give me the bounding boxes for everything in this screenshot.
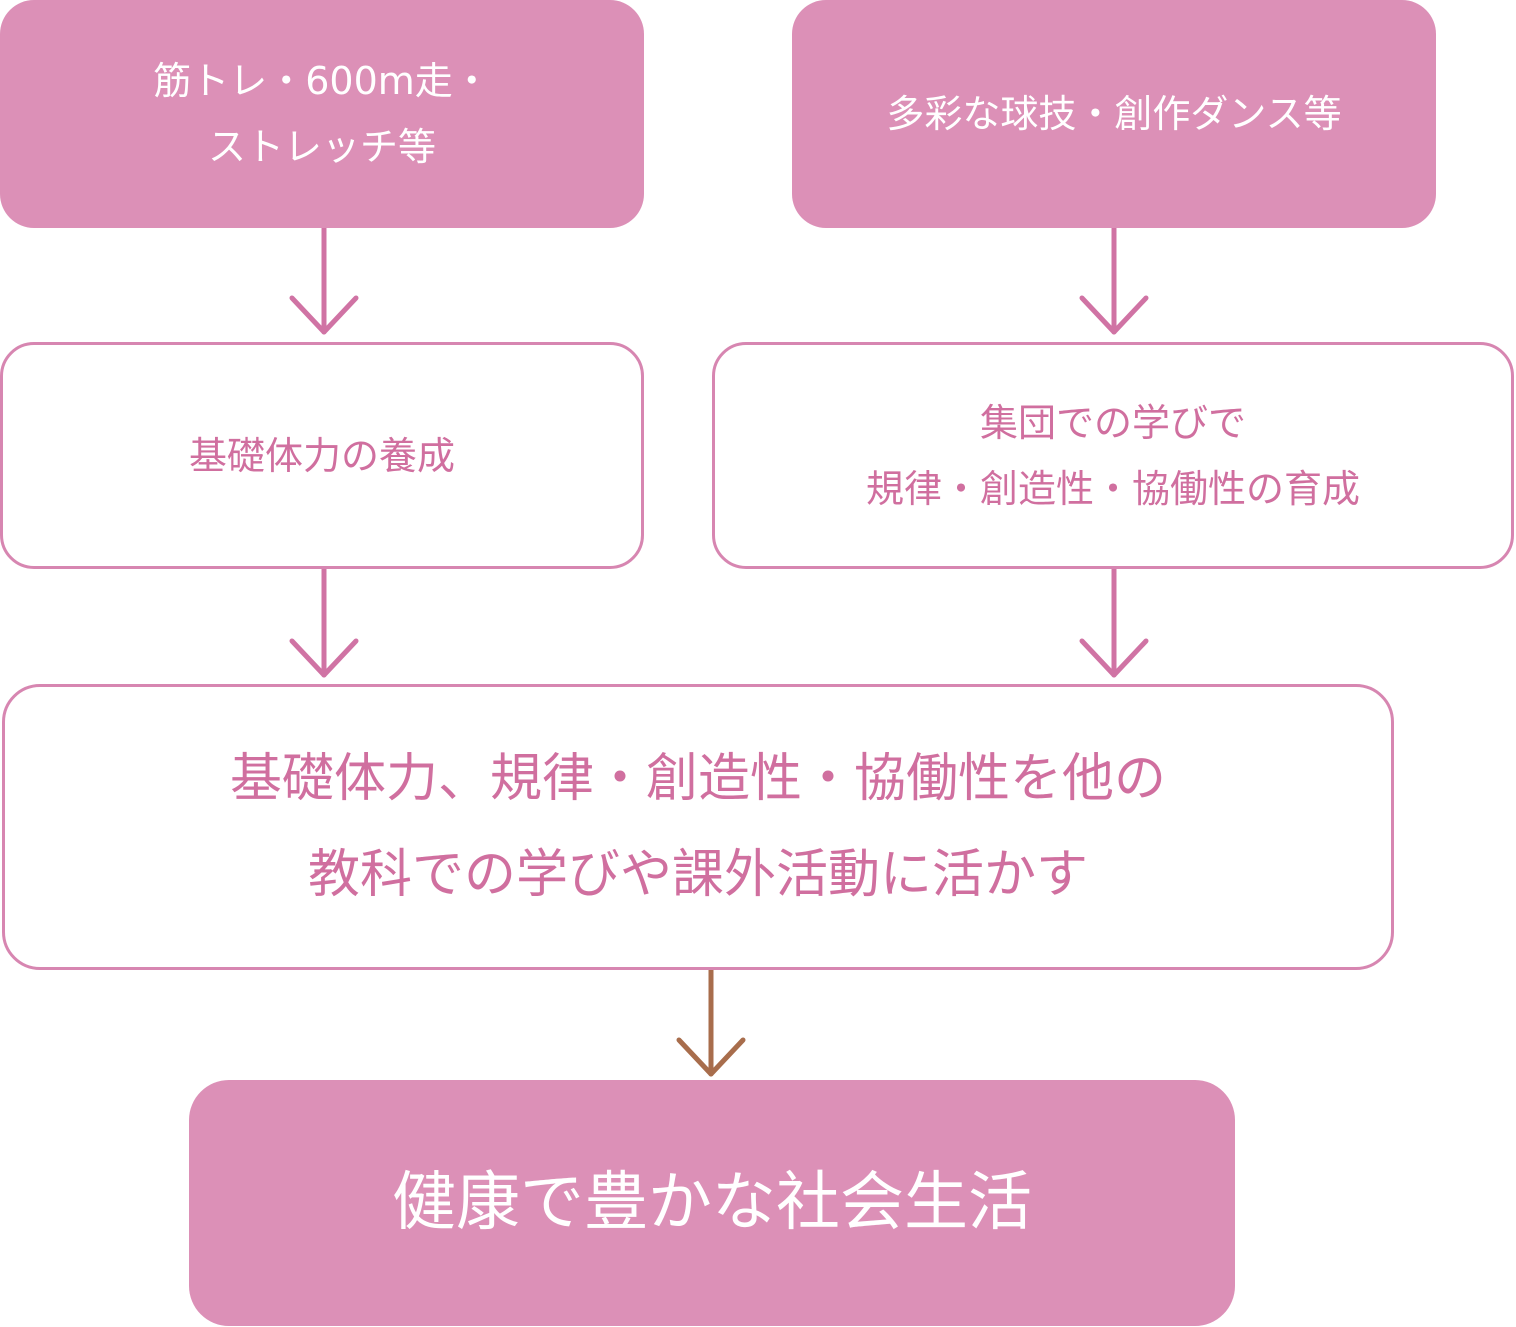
box-text-line: 集団での学びで <box>979 400 1246 445</box>
box-text-line: 規律・創造性・協働性の育成 <box>865 466 1360 511</box>
healthy-social-life-box: 健康で豊かな社会生活 <box>189 1080 1235 1326</box>
arrow-group-to-combined <box>1079 566 1149 678</box>
ball-games-dance-box: 多彩な球技・創作ダンス等 <box>792 0 1436 228</box>
box-text-line: 健康で豊かな社会生活 <box>392 1166 1032 1240</box>
box-text-line: ストレッチ等 <box>207 125 436 169</box>
arrow-strength-to-basic <box>289 225 359 335</box>
strength-training-box: 筋トレ・600m走・ ストレッチ等 <box>0 0 644 228</box>
arrow-sports-to-group <box>1079 225 1149 335</box>
arrow-basic-to-combined <box>289 566 359 678</box>
apply-to-other-subjects-box: 基礎体力、規律・創造性・協働性を他の 教科での学びや課外活動に活かす <box>2 684 1394 970</box>
box-text-line: 基礎体力、規律・創造性・協働性を他の <box>229 749 1166 809</box>
box-text-line: 筋トレ・600m走・ <box>153 59 491 103</box>
box-text-line: 多彩な球技・創作ダンス等 <box>886 92 1342 136</box>
group-learning-box: 集団での学びで 規律・創造性・協働性の育成 <box>712 342 1514 569</box>
box-text-line: 教科での学びや課外活動に活かす <box>307 845 1088 905</box>
arrow-combined-to-goal <box>676 967 746 1077</box>
box-text-line: 基礎体力の養成 <box>188 433 455 478</box>
basic-fitness-box: 基礎体力の養成 <box>0 342 644 569</box>
